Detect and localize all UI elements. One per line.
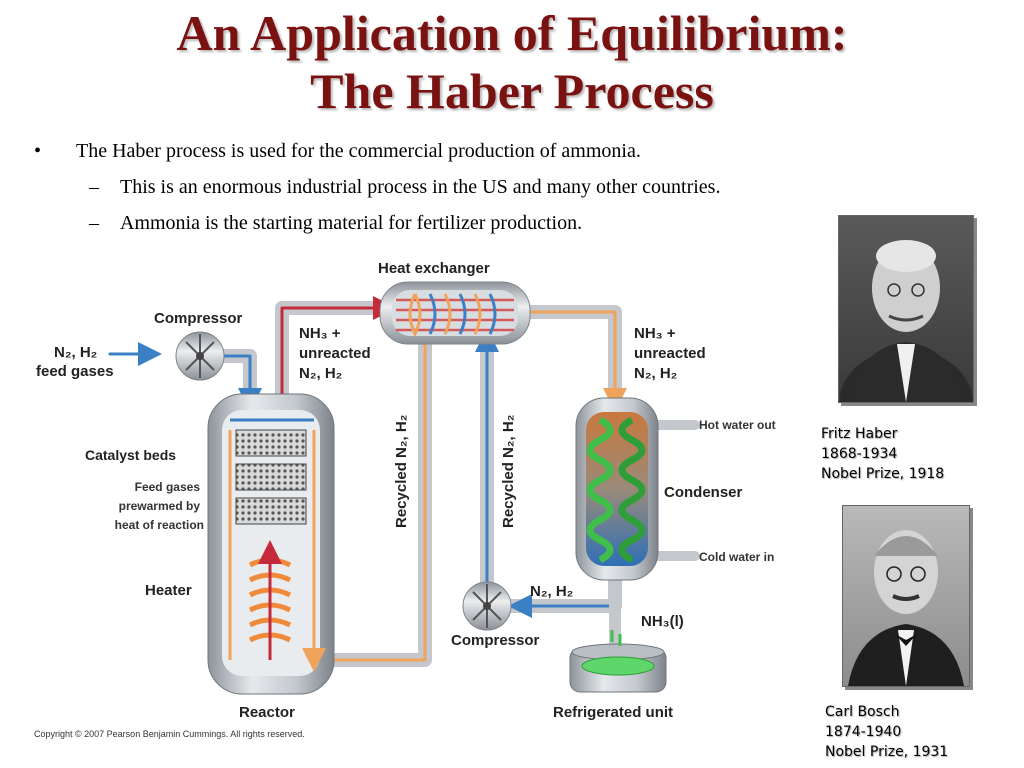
- caption-bosch-prize: Nobel Prize, 1931: [825, 744, 949, 760]
- label-prewarmed-3: heat of reaction: [115, 518, 204, 532]
- label-catalyst-beds: Catalyst beds: [85, 447, 176, 463]
- label-feed-gases-1: N₂, H₂: [54, 344, 97, 361]
- heat-exchanger: [379, 281, 531, 345]
- label-nh3-right-2: unreacted: [634, 345, 706, 362]
- label-compressor-top: Compressor: [154, 310, 243, 327]
- label-compressor-bottom: Compressor: [451, 632, 540, 649]
- condenser-vessel: [575, 397, 659, 581]
- bullet-list: • The Haber process is used for the comm…: [34, 138, 834, 236]
- caption-haber-name: Fritz Haber: [821, 426, 898, 442]
- portrait-fritz-haber-figure: [849, 240, 963, 402]
- title-line-1: An Application of Equilibrium:: [176, 5, 848, 61]
- copyright-notice: Copyright © 2007 Pearson Benjamin Cummin…: [34, 729, 305, 739]
- bullet-sub-2-text: Ammonia is the starting material for fer…: [120, 212, 583, 234]
- label-prewarmed-1: Feed gases: [135, 480, 201, 494]
- pipes: [108, 296, 700, 667]
- bullet-sub-2: – Ammonia is the starting material for f…: [34, 210, 834, 236]
- photo-fritz-haber: [838, 215, 974, 403]
- caption-fritz-haber: Fritz Haber 1868-1934 Nobel Prize, 1918: [821, 424, 944, 484]
- reactor-vessel: [207, 393, 335, 695]
- portrait-carl-bosch-figure: [848, 530, 964, 686]
- caption-haber-prize: Nobel Prize, 1918: [821, 466, 945, 482]
- label-refrigerated-unit: Refrigerated unit: [553, 704, 673, 721]
- caption-carl-bosch: Carl Bosch 1874-1940 Nobel Prize, 1931: [825, 702, 948, 762]
- label-heat-exchanger: Heat exchanger: [378, 260, 490, 277]
- label-prewarmed-2: prewarmed by: [119, 499, 201, 513]
- label-nh3-right-1: NH₃ +: [634, 325, 676, 342]
- label-hot-water-out: Hot water out: [699, 418, 776, 432]
- label-heater: Heater: [145, 582, 192, 599]
- compressor-top: [175, 331, 225, 381]
- bullet-main: • The Haber process is used for the comm…: [34, 138, 834, 164]
- slide-title: An Application of Equilibrium: The Haber…: [0, 4, 1024, 120]
- label-reactor: Reactor: [239, 704, 295, 721]
- label-nh3-left-1: NH₃ +: [299, 325, 341, 342]
- label-n2h2-bottom: N₂, H₂: [530, 583, 573, 600]
- dash-glyph: –: [89, 176, 99, 198]
- label-nh3-left-3: N₂, H₂: [299, 365, 342, 382]
- caption-bosch-name: Carl Bosch: [825, 704, 900, 720]
- bullet-main-text: The Haber process is used for the commer…: [76, 140, 641, 162]
- photo-carl-bosch: [842, 505, 970, 687]
- caption-bosch-years: 1874-1940: [825, 724, 902, 740]
- label-cold-water-in: Cold water in: [699, 550, 774, 564]
- label-recycled-1: Recycled N₂, H₂: [393, 415, 410, 528]
- dash-glyph: –: [89, 212, 99, 234]
- label-recycled-2: Recycled N₂, H₂: [500, 415, 517, 528]
- label-nh3-right-3: N₂, H₂: [634, 365, 677, 382]
- label-feed-gases-2: feed gases: [36, 363, 114, 380]
- compressor-bottom: [462, 581, 512, 631]
- bullet-sub-1: – This is an enormous industrial process…: [34, 174, 834, 200]
- title-line-2: The Haber Process: [310, 63, 714, 119]
- label-nh3-left-2: unreacted: [299, 345, 371, 362]
- label-nh3-liquid: NH₃(l): [641, 613, 684, 630]
- caption-haber-years: 1868-1934: [821, 446, 898, 462]
- label-condenser: Condenser: [664, 484, 743, 501]
- bullet-sub-1-text: This is an enormous industrial process i…: [120, 176, 721, 198]
- refrigerated-unit: [569, 630, 667, 693]
- bullet-glyph: •: [34, 140, 42, 162]
